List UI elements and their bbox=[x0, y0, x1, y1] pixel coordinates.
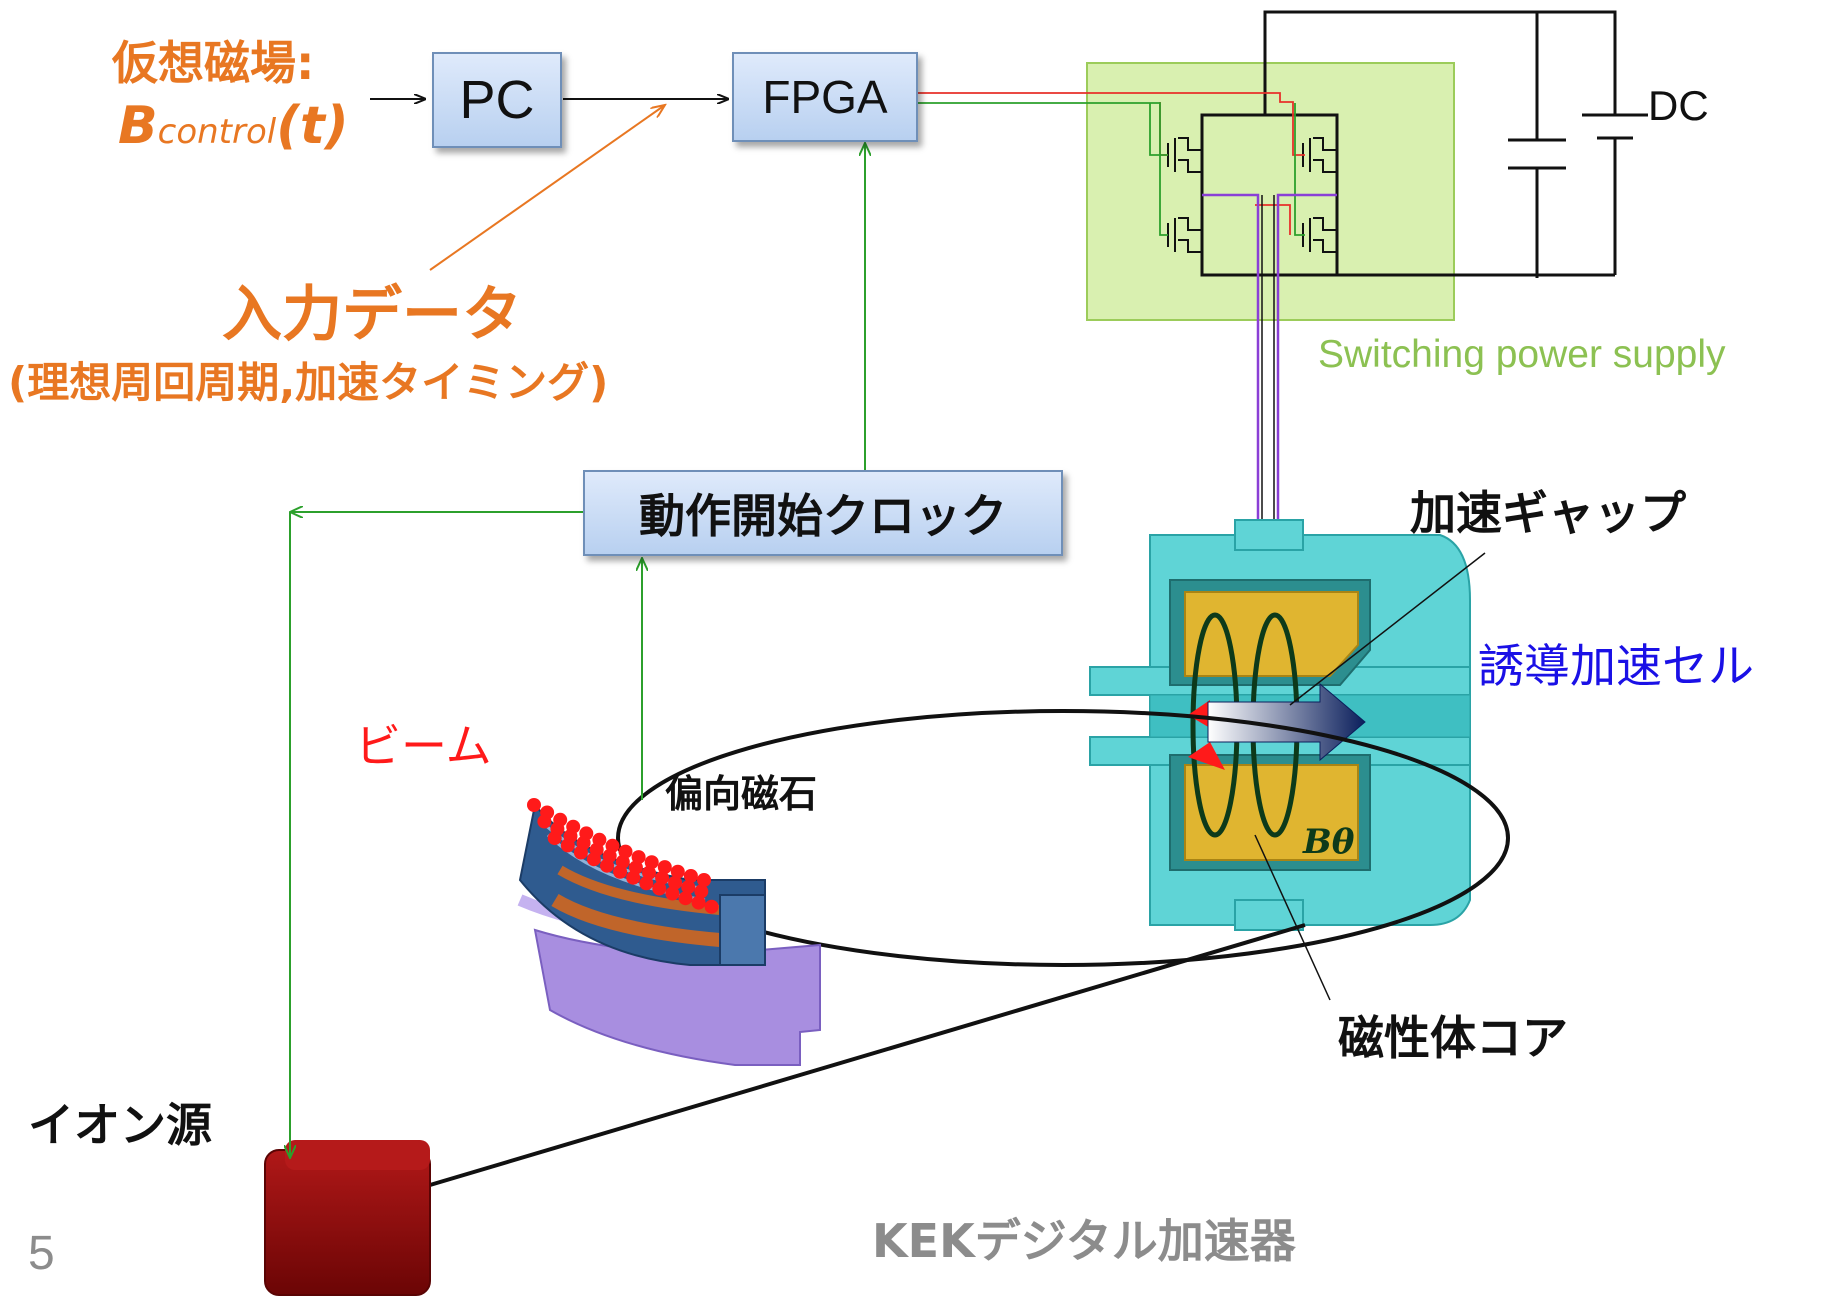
arrow-inputdata-to-link bbox=[429, 105, 665, 271]
red-gap-arrow-icons bbox=[1188, 700, 1225, 770]
beam-particle-dot bbox=[618, 844, 633, 859]
beam-particle-dot bbox=[631, 850, 646, 865]
beam-ring bbox=[616, 709, 1510, 967]
beam-particle-dot bbox=[657, 860, 672, 875]
fpga-box: FPGA bbox=[732, 52, 918, 142]
green-gate-wire bbox=[918, 102, 1168, 236]
input-data-detail: (理想周回周期,加速タイミング) bbox=[8, 358, 609, 407]
beam-particle-dot bbox=[592, 832, 607, 847]
beam-particle-dot bbox=[697, 873, 711, 887]
beam-particle-dot bbox=[639, 876, 654, 891]
clock-box: 動作開始クロック bbox=[583, 470, 1063, 556]
beam-particle-dot bbox=[553, 812, 568, 827]
beam-particle-dot bbox=[605, 838, 620, 853]
purple-output-wire-left bbox=[1202, 193, 1260, 585]
magnetic-core-label: 磁性体コア bbox=[1338, 1011, 1568, 1065]
beam-particle-dot bbox=[683, 869, 698, 883]
ion-source-block bbox=[264, 1149, 431, 1296]
beam-label: ビーム bbox=[355, 719, 492, 773]
accel-gap-label: 加速ギャップ bbox=[1410, 486, 1686, 540]
beam-particle-dot bbox=[665, 886, 680, 901]
gap-pointer-line bbox=[1289, 552, 1486, 706]
beam-particle-dots bbox=[527, 798, 719, 914]
beam-particle-dot bbox=[704, 899, 719, 914]
beam-particle-dot bbox=[670, 864, 685, 879]
dc-label: DC bbox=[1648, 82, 1709, 129]
b-control-sub: control bbox=[157, 112, 277, 152]
page-number: 5 bbox=[28, 1227, 55, 1280]
b-control-main: B bbox=[118, 96, 158, 156]
beam-particle-dot bbox=[691, 895, 706, 910]
switching-power-supply-label: Switching power supply bbox=[1318, 333, 1726, 376]
beam-particle-dot bbox=[678, 891, 693, 906]
h-bridge-transistors bbox=[1167, 137, 1337, 253]
induction-cell-label: 誘導加速セル bbox=[1478, 639, 1754, 693]
green-gate-wire-3 bbox=[1294, 103, 1305, 236]
beam-particle-dot bbox=[655, 870, 670, 885]
bending-magnet-label: 偏向磁石 bbox=[665, 772, 818, 816]
ion-source-label: イオン源 bbox=[28, 1098, 212, 1152]
pc-box: PC bbox=[432, 52, 562, 148]
beam-particle-dot bbox=[681, 880, 696, 895]
b-theta-label: Bθ bbox=[1303, 822, 1355, 862]
beam-particle-dot bbox=[566, 819, 581, 834]
virtual-field-label: 仮想磁場: bbox=[112, 36, 315, 90]
beam-particle-dot bbox=[527, 798, 541, 812]
pc-label: PC bbox=[459, 70, 535, 130]
beam-particle-dot bbox=[579, 826, 594, 841]
green-gate-wire-2 bbox=[1149, 103, 1168, 156]
core-pointer-line bbox=[1254, 834, 1331, 1001]
purple-output-wire-right bbox=[1276, 193, 1337, 585]
beam-particle-dot bbox=[642, 865, 656, 880]
slide-caption: KEKデジタル加速器 bbox=[872, 1214, 1296, 1268]
beam-particle-dot bbox=[644, 855, 659, 870]
beam-particle-dot bbox=[668, 875, 683, 890]
ion-source-beamline bbox=[429, 923, 1306, 1187]
dc-circuit bbox=[1200, 10, 1648, 278]
clock-label: 動作開始クロック bbox=[639, 489, 1007, 543]
input-data-title: 入力データ bbox=[222, 280, 522, 350]
b-control-arg: (t) bbox=[276, 96, 349, 156]
switching-panel bbox=[1086, 62, 1455, 321]
beam-particle-dot bbox=[694, 884, 709, 899]
beam-particle-dot bbox=[540, 805, 555, 820]
red-gate-wire-3 bbox=[1255, 204, 1291, 235]
fpga-label: FPGA bbox=[762, 71, 888, 123]
b-control-label: Bcontrol(t) bbox=[118, 100, 349, 152]
beam-particle-dot bbox=[652, 881, 667, 896]
